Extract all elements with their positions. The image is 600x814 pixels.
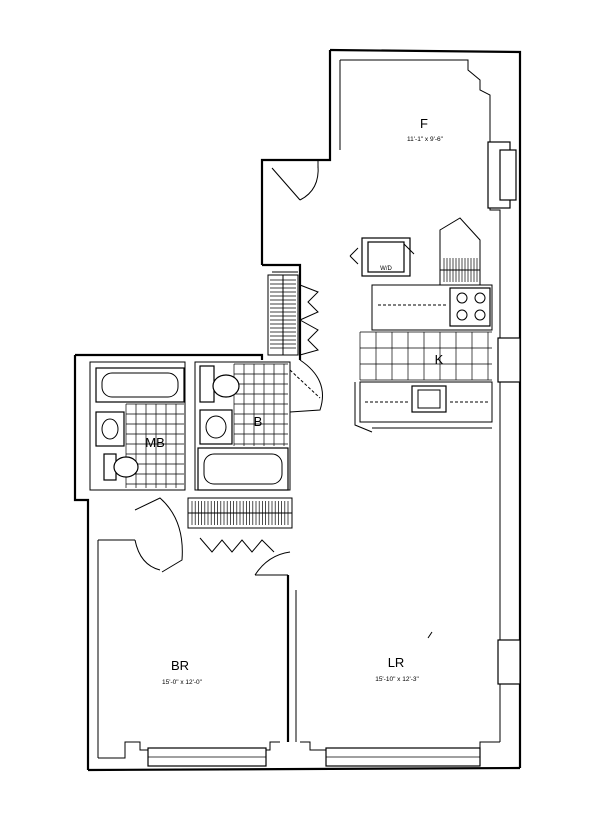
bedroom-label: BR bbox=[171, 658, 189, 673]
bath-toilet bbox=[212, 374, 240, 398]
foyer-dims: 11'-1" x 9'-6" bbox=[407, 136, 444, 143]
master-bath-toilet bbox=[113, 456, 139, 478]
bath-tub bbox=[197, 447, 289, 491]
exterior-walls bbox=[73, 48, 522, 772]
bedroom-door bbox=[134, 497, 291, 576]
window-kitchen bbox=[497, 337, 521, 383]
bath-fixtures bbox=[194, 359, 323, 491]
washer-dryer: W/D bbox=[349, 237, 415, 277]
washer-dryer-label: W/D bbox=[380, 266, 392, 272]
master-bath-tub bbox=[95, 367, 185, 403]
window-living-room bbox=[497, 639, 521, 685]
linen-closet bbox=[187, 497, 293, 553]
entry-door bbox=[271, 160, 319, 201]
living-room-label: LR bbox=[388, 655, 405, 670]
master-bath-sink bbox=[95, 411, 125, 447]
living-room-dims: 15'-10" x 12'-3" bbox=[375, 676, 419, 683]
windows bbox=[147, 141, 521, 767]
master-bath-label: MB bbox=[145, 435, 165, 450]
bath-label: B bbox=[254, 414, 263, 429]
bedroom-dims: 15'-0" x 12'-0" bbox=[162, 679, 203, 686]
master-bath-fixtures bbox=[89, 361, 186, 491]
kitchen-fixtures bbox=[354, 217, 493, 433]
stove bbox=[449, 287, 491, 327]
foyer-label: F bbox=[420, 116, 428, 131]
closet bbox=[267, 274, 319, 356]
room-labels: F 11'-1" x 9'-6" K MB B BR 15'-0" x 12'-… bbox=[145, 116, 443, 686]
kitchen-label: K bbox=[435, 352, 444, 367]
bath-sink bbox=[199, 409, 233, 445]
